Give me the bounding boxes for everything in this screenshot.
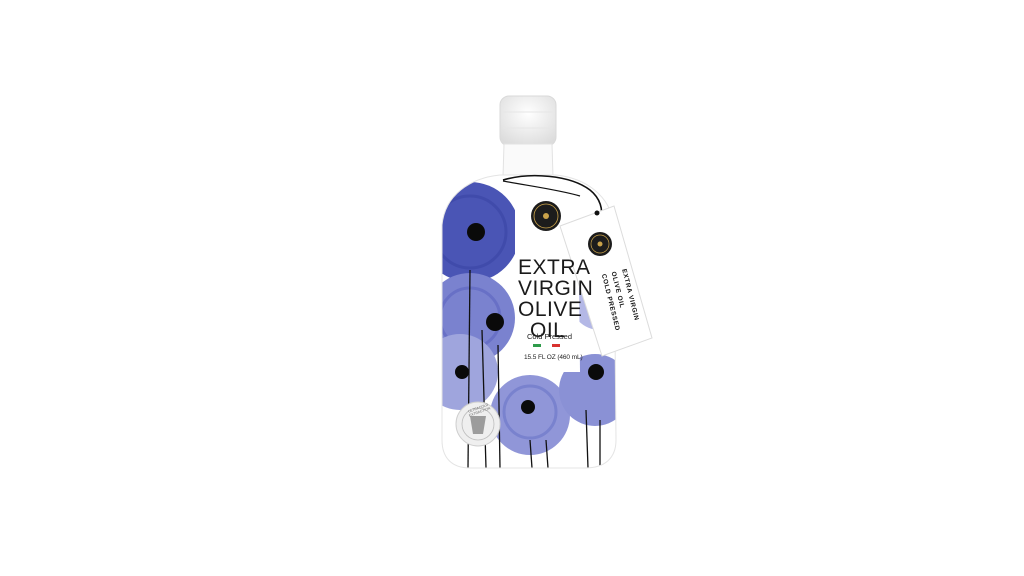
hang-string (502, 174, 603, 221)
label-seal-badge (531, 201, 561, 231)
label-volume: 15.5 FL OZ (460 mL) (524, 354, 583, 361)
label-title-line: OIL (530, 319, 566, 342)
bottle-cap (499, 95, 557, 147)
bottle-neck (502, 143, 554, 178)
label-title-line: VIRGIN (518, 277, 594, 300)
label-title-line: EXTRA (518, 256, 591, 279)
hang-tag (559, 205, 653, 357)
italian-flag-marks (533, 344, 560, 347)
ultracold-sticker-icon (455, 401, 501, 447)
label-title-line: OLIVE (518, 298, 583, 321)
label-title: EXTRA VIRGIN OLIVE OIL (518, 256, 594, 342)
label-subtitle: Cold Pressed (527, 332, 573, 341)
